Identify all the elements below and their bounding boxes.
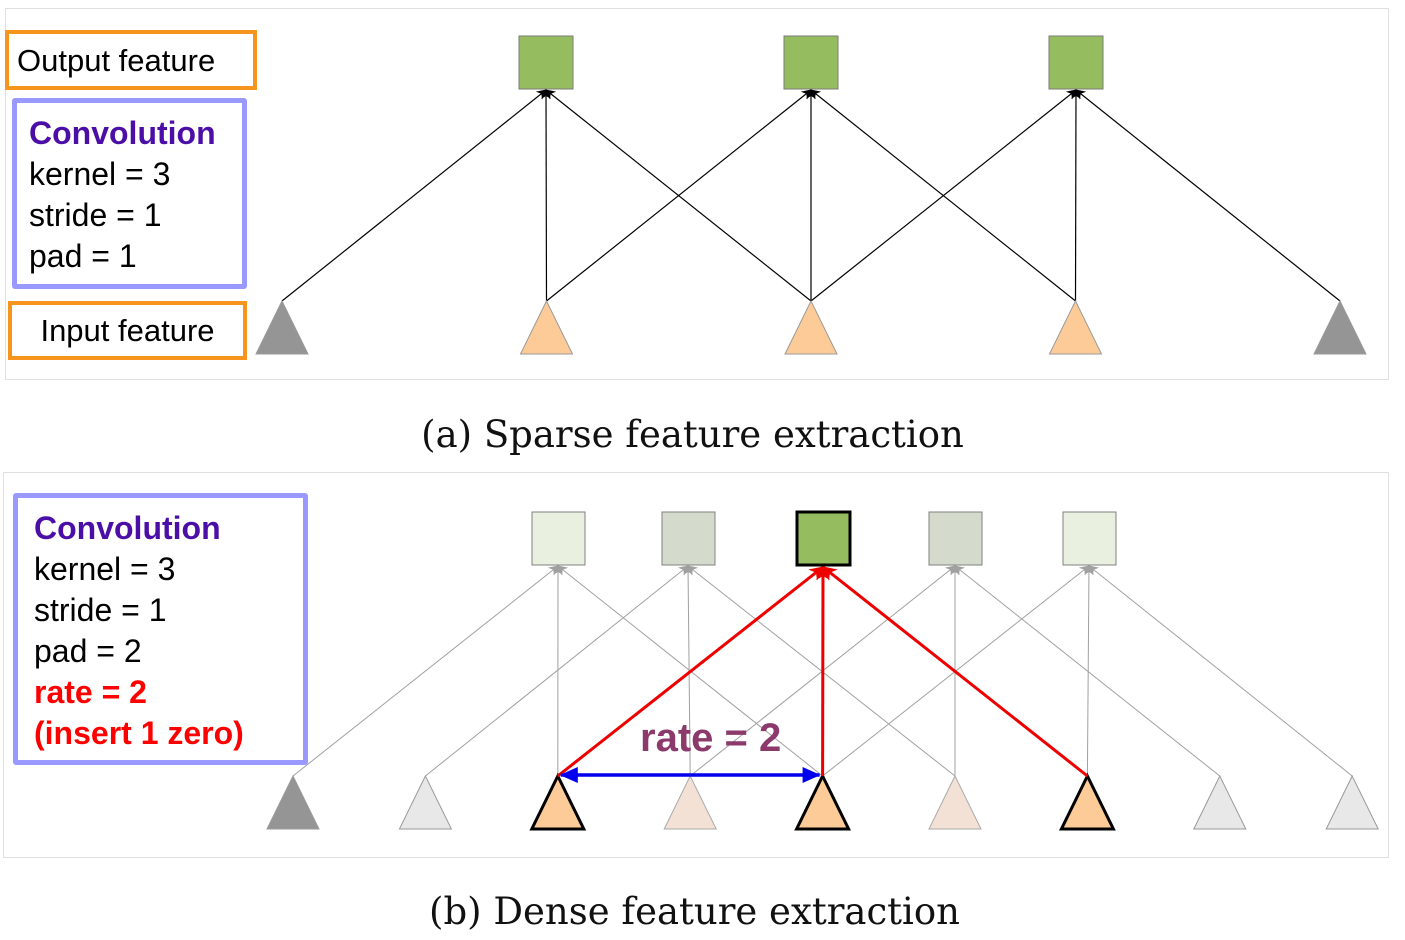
connection-edge-faded (1083, 565, 1094, 777)
output-feature-node-faded (928, 511, 983, 566)
pad-param: pad = 1 (29, 238, 137, 274)
caption-dense: (b) Dense feature extraction (429, 890, 960, 933)
input-feature-node (784, 299, 838, 355)
output-feature-node (1048, 35, 1104, 90)
connection-edge (546, 89, 812, 302)
dense-diagram (266, 510, 1380, 831)
rate-annotation: rate = 2 (640, 716, 782, 760)
sparse-diagram (255, 35, 1367, 355)
input-feature-label: Input feature (8, 301, 247, 360)
output-feature-node-faded (661, 511, 716, 566)
output-feature-label: Output feature (5, 30, 257, 90)
output-feature-text: Output feature (17, 42, 216, 78)
connection-edge-active (822, 565, 1089, 778)
input-feature-node (1048, 299, 1103, 355)
output-feature-node (518, 35, 574, 90)
connection-edge-faded (1088, 565, 1353, 777)
connection-edge-faded (425, 565, 689, 777)
input-feature-text: Input feature (40, 313, 215, 348)
kernel-param: kernel = 3 (29, 156, 171, 192)
connection-edge (541, 89, 552, 302)
convolution-params-box-a: Convolution kernel = 3 stride = 1 pad = … (12, 98, 247, 289)
connection-edge-faded (954, 565, 1221, 777)
padding-input-node-faded (1192, 774, 1247, 830)
connection-edge (281, 89, 547, 302)
conv-title: Convolution (29, 115, 216, 151)
pad-param: pad = 2 (34, 633, 142, 669)
caption-sparse: (a) Sparse feature extraction (421, 413, 964, 456)
conv-title: Convolution (34, 510, 221, 546)
padding-input-node-faded (398, 774, 453, 830)
input-feature-node (519, 299, 574, 355)
rate-note: (insert 1 zero) (34, 715, 244, 751)
input-feature-node-active (529, 772, 587, 831)
connection-edge (1075, 89, 1341, 302)
convolution-params-box-b: Convolution kernel = 3 stride = 1 pad = … (13, 493, 308, 765)
input-feature-node-active (1058, 772, 1116, 831)
input-feature-node-faded (928, 774, 982, 830)
input-feature-node-active (794, 772, 852, 831)
connection-edge (1070, 89, 1081, 302)
connection-edge-active (556, 565, 824, 778)
output-feature-node (783, 35, 839, 90)
stride-param: stride = 1 (29, 197, 162, 233)
input-feature-node-faded (663, 774, 718, 830)
connection-edge (810, 89, 1077, 302)
output-feature-node-active (795, 510, 852, 567)
output-feature-node-faded (531, 511, 586, 566)
padding-input-node (255, 299, 309, 355)
kernel-param: kernel = 3 (34, 551, 176, 587)
padding-input-node (266, 774, 320, 830)
padding-input-node (1313, 299, 1367, 355)
stride-param: stride = 1 (34, 592, 167, 628)
connection-edge-faded (292, 565, 559, 777)
padding-input-node-faded (1325, 774, 1380, 830)
output-feature-node-faded (1062, 511, 1117, 566)
rate-param: rate = 2 (34, 674, 147, 710)
